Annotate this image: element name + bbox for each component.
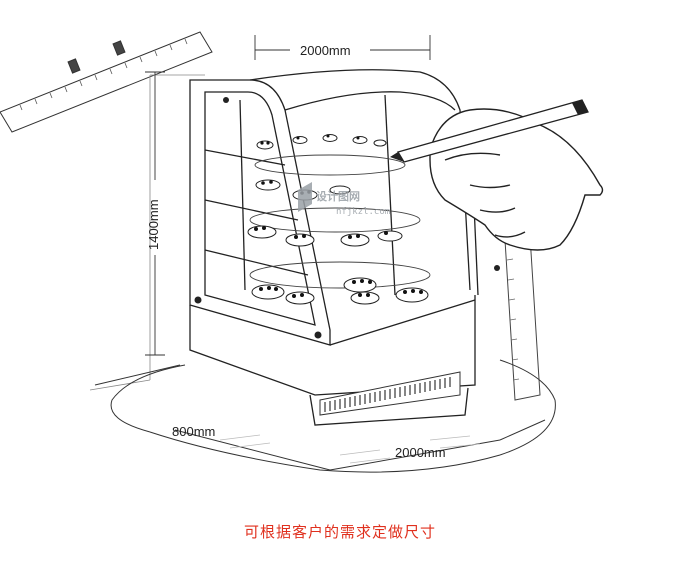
depth-label: 800mm <box>172 424 215 439</box>
hand-with-pencil <box>429 108 604 251</box>
cake-decorations <box>254 134 423 298</box>
floor-plan <box>94 359 556 473</box>
watermark-brand: 设计图网 <box>316 189 360 203</box>
top-width-label: 2000mm <box>300 43 351 58</box>
watermark: 设计图网 hfjkzl.com <box>298 182 390 217</box>
bottom-width-label: 2000mm <box>395 445 446 460</box>
top-dimension <box>254 35 431 60</box>
caption-text: 可根据客户的需求定做尺寸 <box>243 523 436 541</box>
corner-bolts <box>194 97 500 339</box>
vent-grille <box>324 377 451 412</box>
pencil <box>390 99 589 163</box>
wall-lines <box>89 74 205 391</box>
display-cabinet <box>189 69 479 426</box>
height-label: 1400mm <box>146 199 161 250</box>
ruler-top-left <box>0 31 213 133</box>
ruler-right <box>504 235 541 401</box>
watermark-url: hfjkzl.com <box>336 207 390 217</box>
interior-shelves <box>249 154 431 289</box>
height-dimension <box>145 71 165 356</box>
floor-hatching <box>219 434 481 464</box>
